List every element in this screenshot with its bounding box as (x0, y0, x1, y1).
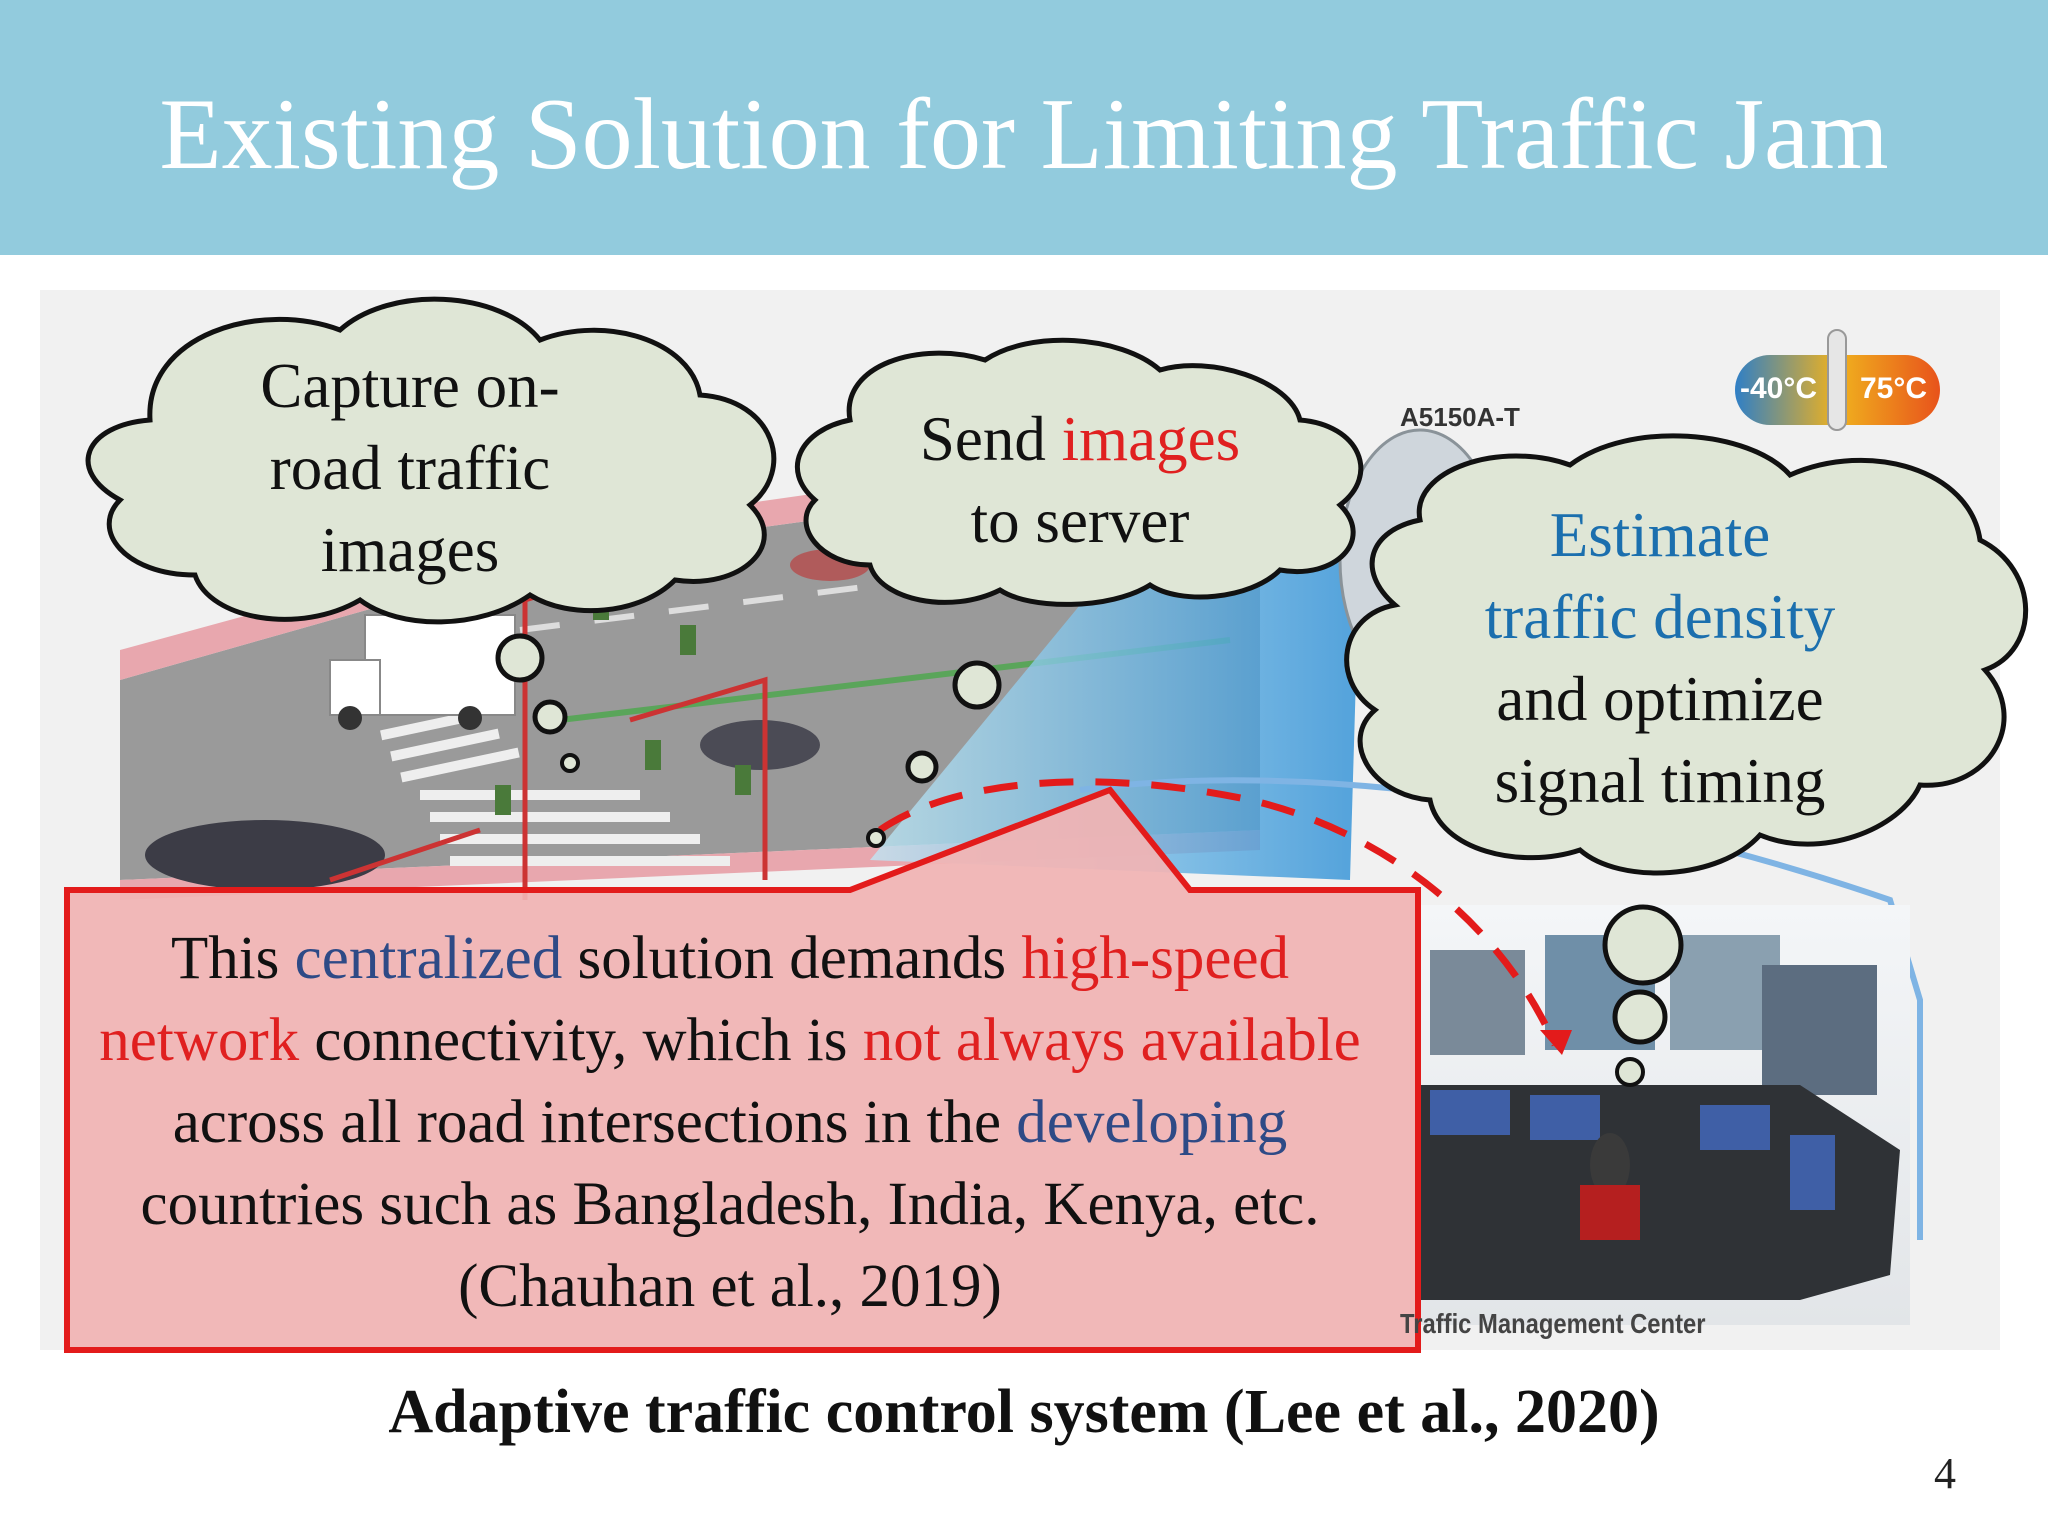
figure-caption: Adaptive traffic control system (Lee et … (388, 1378, 1660, 1446)
estimate-bubble-text: Estimate traffic density and optimize si… (1440, 494, 1880, 822)
estimate-line-3: and optimize (1496, 664, 1824, 734)
send-bubble-text: Send images to server (860, 398, 1300, 562)
slide-title: Existing Solution for Limiting Traffic J… (159, 78, 1889, 191)
camera-model-label: A5150A-T (1400, 402, 1520, 432)
callout-centralized: centralized (294, 925, 563, 992)
temperature-badge (1735, 329, 1940, 431)
title-bar (0, 0, 2048, 255)
page-number: 4 (1934, 1449, 1956, 1498)
center-label: Traffic Management Center (1400, 1308, 1706, 1339)
cloud-capture (85, 296, 777, 625)
temp-high-label: 75°C (1860, 372, 1928, 405)
estimate-line-4: signal timing (1494, 746, 1826, 816)
callout-s5: connectivity, which is (299, 1007, 863, 1074)
arrow-head (1540, 1030, 1572, 1055)
callout-box (64, 786, 1421, 1353)
send-line-1-b: images (1061, 404, 1241, 474)
traffic-illustration (40, 290, 2029, 1353)
send-line-1-a: Send (919, 404, 1062, 474)
capture-bubble-text: Capture on- road traffic images (210, 345, 610, 591)
callout-s9: countries such as Bangladesh, India, Ken… (140, 1171, 1320, 1320)
callout-high-speed: high-speed network (99, 925, 1290, 1074)
callout-not-always: not always available (862, 1007, 1361, 1074)
capture-line-3: images (320, 515, 500, 585)
capture-line-1: Capture on- (260, 351, 560, 421)
callout-s3: solution demands (562, 925, 1022, 992)
callout-s7: across all road intersections in the (172, 1089, 1017, 1156)
callout-text: This centralized solution demands high-s… (80, 918, 1380, 1328)
callout-s1: This (170, 925, 295, 992)
send-line-1: Send images (860, 398, 1300, 480)
estimate-line-1: Estimate (1549, 500, 1771, 570)
cloud-send (794, 337, 1364, 607)
temp-low-label: -40°C (1740, 372, 1818, 405)
estimate-line-2: traffic density (1484, 582, 1836, 652)
callout-developing: developing (1016, 1089, 1288, 1156)
capture-line-2: road traffic (269, 433, 551, 503)
crosswalk (380, 709, 730, 866)
cloud-estimate (1344, 433, 2029, 876)
send-line-2: to server (970, 486, 1190, 556)
truck (329, 614, 516, 730)
